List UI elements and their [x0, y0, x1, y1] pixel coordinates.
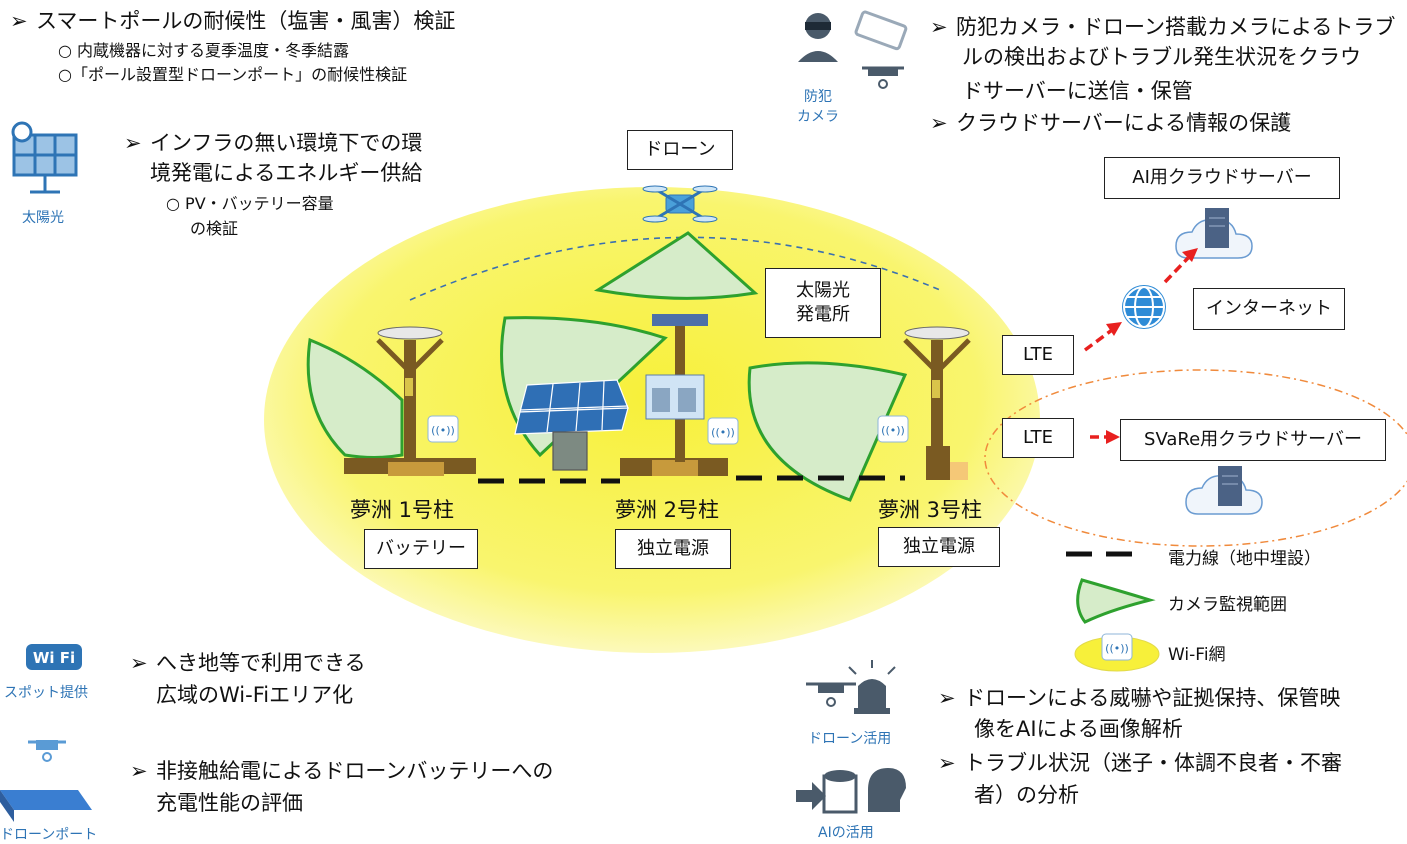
lte-box-1: LTE: [1002, 335, 1074, 375]
wifi-line-1: ➢へき地等で利用できる: [130, 651, 366, 675]
ai-server-cloud: [1175, 208, 1253, 259]
droneport-line-2: 充電性能の評価: [156, 791, 303, 815]
pole-2: [620, 314, 728, 476]
security-line-4: ➢クラウドサーバーによる情報の保護: [930, 111, 1292, 135]
pole-2-name: 夢洲 2号柱: [615, 498, 720, 522]
svg-text:((•)): ((•)): [1105, 642, 1129, 655]
weather-sub-2: ○「ポール設置型ドローンポート」の耐候性検証: [58, 65, 408, 84]
solar-line-2: 境発電によるエネルギー供給: [150, 161, 423, 185]
arrow-bullet-icon: ➢: [124, 131, 142, 155]
arrow-bullet-icon: ➢: [10, 9, 28, 33]
weather-sub-1: ○ 内蔵機器に対する夏季温度・冬季結露: [58, 41, 350, 60]
drone-use-icons: [806, 660, 896, 714]
security-icon-label-2: カメラ: [797, 109, 839, 125]
svg-text:((•)): ((•)): [711, 426, 735, 439]
internet-globe: [1122, 285, 1166, 329]
power-lines: [478, 475, 905, 484]
security-line-1: ➢防犯カメラ・ドローン搭載カメラによるトラブ: [930, 15, 1396, 39]
weather-heading: ➢スマートポールの耐候性（塩害・風害）検証: [10, 9, 456, 33]
drone-label-box: ドローン: [627, 130, 733, 170]
drone-coverage-arc: [409, 236, 941, 301]
solar-plant-line-1: 太陽光: [796, 280, 850, 301]
solar-sub-1: ○ PV・バッテリー容量: [166, 194, 334, 213]
wifi-spot-icon: Wi Fi: [26, 644, 82, 670]
drone-use-line-4: 者）の分析: [974, 783, 1079, 807]
pole-1: [344, 326, 476, 476]
pole-3: [903, 326, 971, 480]
legend-wifi-text: Wi-Fi網: [1168, 645, 1226, 665]
security-camera-icons: [798, 10, 908, 89]
security-line-2: ルの検出およびトラブル発生状況をクラウ: [962, 45, 1361, 69]
svg-text:Wi Fi: Wi Fi: [33, 649, 75, 667]
camera-ranges: [306, 231, 908, 502]
arrow-bullet-icon: ➢: [130, 759, 148, 783]
security-line-3: ドサーバーに送信・保管: [962, 79, 1193, 103]
legend-wifi-sample: ((•)): [1074, 633, 1160, 672]
pole-1-power-box: バッテリー: [364, 529, 478, 569]
wifi-line-2: 広域のWi-Fiエリア化: [156, 683, 354, 707]
solar-plant-box: 太陽光 発電所: [765, 268, 881, 338]
solar-line-1: ➢インフラの無い環境下での環: [124, 131, 423, 155]
camera-range-drone: [593, 231, 759, 300]
solar-icon: [11, 121, 78, 194]
drone-aircraft: [642, 185, 718, 223]
lte-box-2: LTE: [1002, 418, 1074, 458]
arrow-bullet-icon: ➢: [930, 111, 948, 135]
wifi-icon-label: スポット提供: [4, 685, 88, 701]
svare-server-box: SVaRe用クラウドサーバー: [1120, 419, 1386, 461]
network-arrows: [1083, 256, 1190, 439]
solar-sub-2: の検証: [190, 219, 239, 238]
pole-3-name: 夢洲 3号柱: [878, 498, 983, 522]
arrow-heads: [1106, 248, 1198, 444]
internet-box: インターネット: [1193, 288, 1345, 330]
security-icon-label-1: 防犯: [804, 89, 832, 105]
arrow-bullet-icon: ➢: [938, 751, 956, 775]
camera-range-pole1: [306, 337, 404, 459]
droneport-line-1: ➢非接触給電によるドローンバッテリーへの: [130, 759, 554, 783]
drone-use-line-2: 像をAIによる画像解析: [974, 717, 1183, 741]
drone-use-line-3: ➢トラブル状況（迷子・体調不良者・不審: [938, 751, 1342, 775]
drone-use-line-1: ➢ドローンによる威嚇や証拠保持、保管映: [938, 686, 1341, 710]
arrow-bullet-icon: ➢: [938, 686, 956, 710]
wifi-node-icons: ((•)) ((•)) ((•)): [427, 415, 909, 445]
solar-plant-line-2: 発電所: [796, 304, 850, 325]
camera-range-pole3: [747, 361, 908, 502]
drone-use-icon-label: ドローン活用: [808, 731, 892, 747]
ai-use-icon-label: AIの活用: [818, 825, 874, 841]
solar-panel-array: [514, 379, 629, 471]
pole-2-power-box: 独立電源: [615, 529, 731, 569]
ai-server-box: AI用クラウドサーバー: [1104, 157, 1340, 199]
svare-server-cloud: [1185, 466, 1263, 515]
legend-camera-range-sample: [1076, 578, 1156, 624]
arrow-bullet-icon: ➢: [930, 15, 948, 39]
solar-icon-label: 太陽光: [22, 210, 64, 226]
droneport-icon-label: ドローンポート: [0, 827, 98, 843]
droneport-icon: [0, 740, 92, 822]
legend-camera-range-text: カメラ監視範囲: [1168, 595, 1287, 615]
svare-area-ellipse: [984, 369, 1407, 547]
pole-3-power-box: 独立電源: [878, 527, 1000, 567]
svg-text:((•)): ((•)): [431, 424, 455, 437]
svg-text:((•)): ((•)): [881, 424, 905, 437]
arrow-bullet-icon: ➢: [130, 651, 148, 675]
legend-power-line-text: 電力線（地中埋設）: [1168, 549, 1321, 569]
pole-1-name: 夢洲 1号柱: [350, 498, 455, 522]
ai-use-icons: [796, 768, 906, 814]
